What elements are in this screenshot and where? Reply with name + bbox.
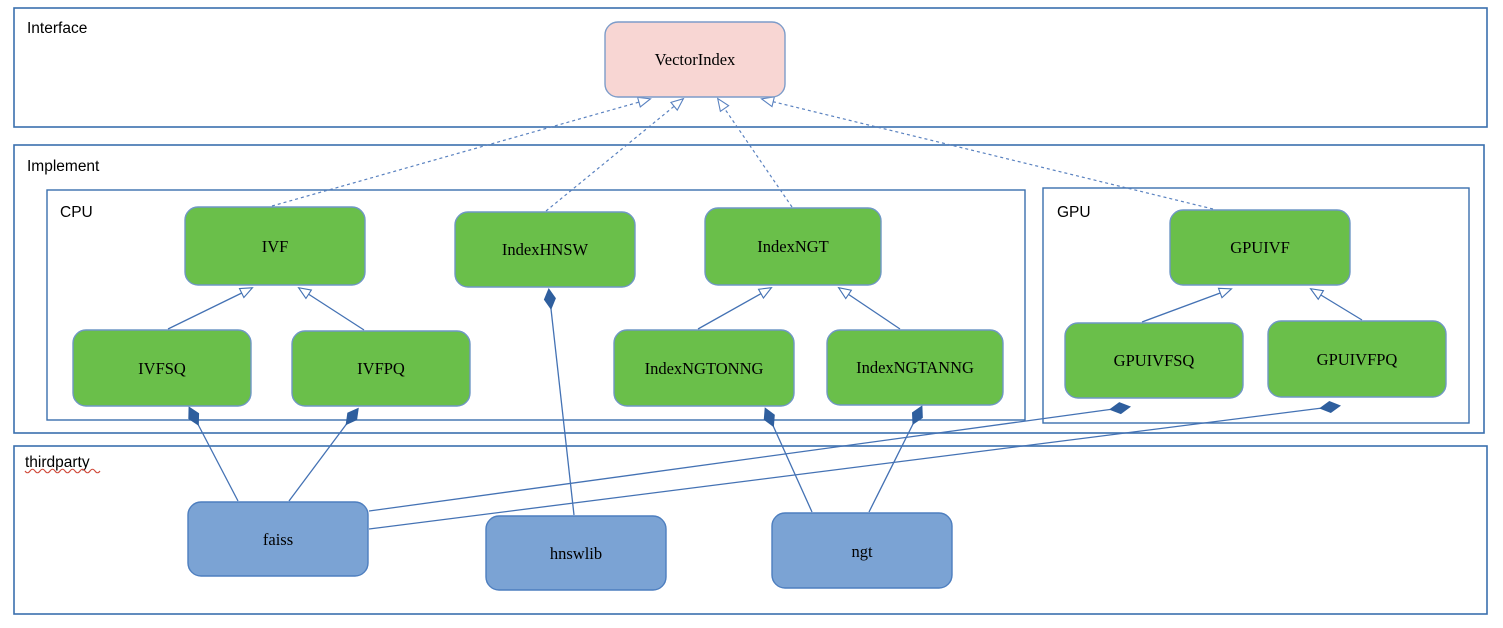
faiss-label: faiss <box>263 530 293 549</box>
gpu-subsection-frame <box>1042 187 1470 424</box>
thirdparty-section-label: thirdparty <box>25 454 90 471</box>
gpuivfpq-label: GPUIVFPQ <box>1317 350 1398 369</box>
node-ngt[interactable]: ngt <box>771 512 953 589</box>
indexngtonng-label: IndexNGTONNG <box>645 359 764 378</box>
ivfpq-box[interactable] <box>291 330 471 407</box>
indexngt-label: IndexNGT <box>757 237 828 256</box>
edge-gpuivfpq-gpuivf <box>1309 287 1363 321</box>
gpu-subsection-label: GPU <box>1057 204 1091 221</box>
vectorindex-box[interactable] <box>604 21 786 98</box>
node-ivfpq[interactable]: IVFPQ <box>291 330 471 407</box>
edge-indexngt-vectorindex <box>716 97 793 208</box>
node-gpuivf[interactable]: GPUIVF <box>1169 209 1351 286</box>
edge-gpuivfsq-gpuivf <box>1141 287 1233 323</box>
gpuivfsq-box[interactable] <box>1064 322 1244 399</box>
gpuivf-box[interactable] <box>1169 209 1351 286</box>
node-gpuivfpq[interactable]: GPUIVFPQ <box>1267 320 1447 398</box>
edge-indexngtonng-indexngt <box>697 287 773 330</box>
node-ivf[interactable]: IVF <box>184 206 366 286</box>
indexngtanng-label: IndexNGTANNG <box>856 358 974 377</box>
node-indexngtanng[interactable]: IndexNGTANNG <box>826 329 1004 406</box>
ivfsq-box[interactable] <box>72 329 252 407</box>
edge-ivfsq-ivf <box>167 287 254 330</box>
ivf-box[interactable] <box>184 206 366 286</box>
edge-indexngtanng-indexngt <box>837 286 901 330</box>
ivfpq-label: IVFPQ <box>357 359 405 378</box>
edge-ngt-indexngtonng <box>766 410 813 513</box>
gpuivf-label: GPUIVF <box>1230 238 1290 257</box>
interface-section-frame <box>13 7 1488 128</box>
node-hnswlib[interactable]: hnswlib <box>485 515 667 591</box>
edge-faiss-ivfpq <box>288 410 357 502</box>
gpuivfpq-box[interactable] <box>1267 320 1447 398</box>
spellcheck-squiggle <box>24 468 101 474</box>
indexngtonng-box[interactable] <box>613 329 795 407</box>
edge-faiss-gpuivfpq <box>368 406 1338 530</box>
ngt-label: ngt <box>851 542 873 561</box>
implement-section-label: Implement <box>27 158 100 175</box>
node-indexngtonng[interactable]: IndexNGTONNG <box>613 329 795 407</box>
implement-section-frame <box>13 144 1485 434</box>
ngt-box[interactable] <box>771 512 953 589</box>
ivf-label: IVF <box>262 237 289 256</box>
node-indexhnsw[interactable]: IndexHNSW <box>454 211 636 288</box>
edge-faiss-gpuivfsq <box>368 407 1128 512</box>
indexhnsw-label: IndexHNSW <box>502 240 589 259</box>
node-ivfsq[interactable]: IVFSQ <box>72 329 252 407</box>
indexngtanng-box[interactable] <box>826 329 1004 406</box>
hnswlib-label: hnswlib <box>550 544 602 563</box>
gpuivfsq-label: GPUIVFSQ <box>1114 351 1195 370</box>
ivfsq-label: IVFSQ <box>138 359 186 378</box>
hnswlib-box[interactable] <box>485 515 667 591</box>
thirdparty-section-frame <box>13 445 1488 615</box>
node-faiss[interactable]: faiss <box>187 501 369 577</box>
edge-hnswlib-indexhnsw <box>549 291 575 516</box>
node-vectorindex[interactable]: VectorIndex <box>604 21 786 98</box>
edge-ngt-indexngtanng <box>868 408 921 513</box>
node-gpuivfsq[interactable]: GPUIVFSQ <box>1064 322 1244 399</box>
edge-gpuivf-vectorindex <box>760 96 1214 210</box>
vectorindex-label: VectorIndex <box>655 50 736 69</box>
edge-indexhnsw-vectorindex <box>545 97 685 212</box>
interface-section-label: Interface <box>27 20 87 37</box>
indexngt-box[interactable] <box>704 207 882 286</box>
faiss-box[interactable] <box>187 501 369 577</box>
node-indexngt[interactable]: IndexNGT <box>704 207 882 286</box>
cpu-subsection-frame <box>46 189 1026 421</box>
cpu-subsection-label: CPU <box>60 204 93 221</box>
edge-faiss-ivfsq <box>190 409 239 502</box>
indexhnsw-box[interactable] <box>454 211 636 288</box>
edge-ivfpq-ivf <box>297 286 365 331</box>
